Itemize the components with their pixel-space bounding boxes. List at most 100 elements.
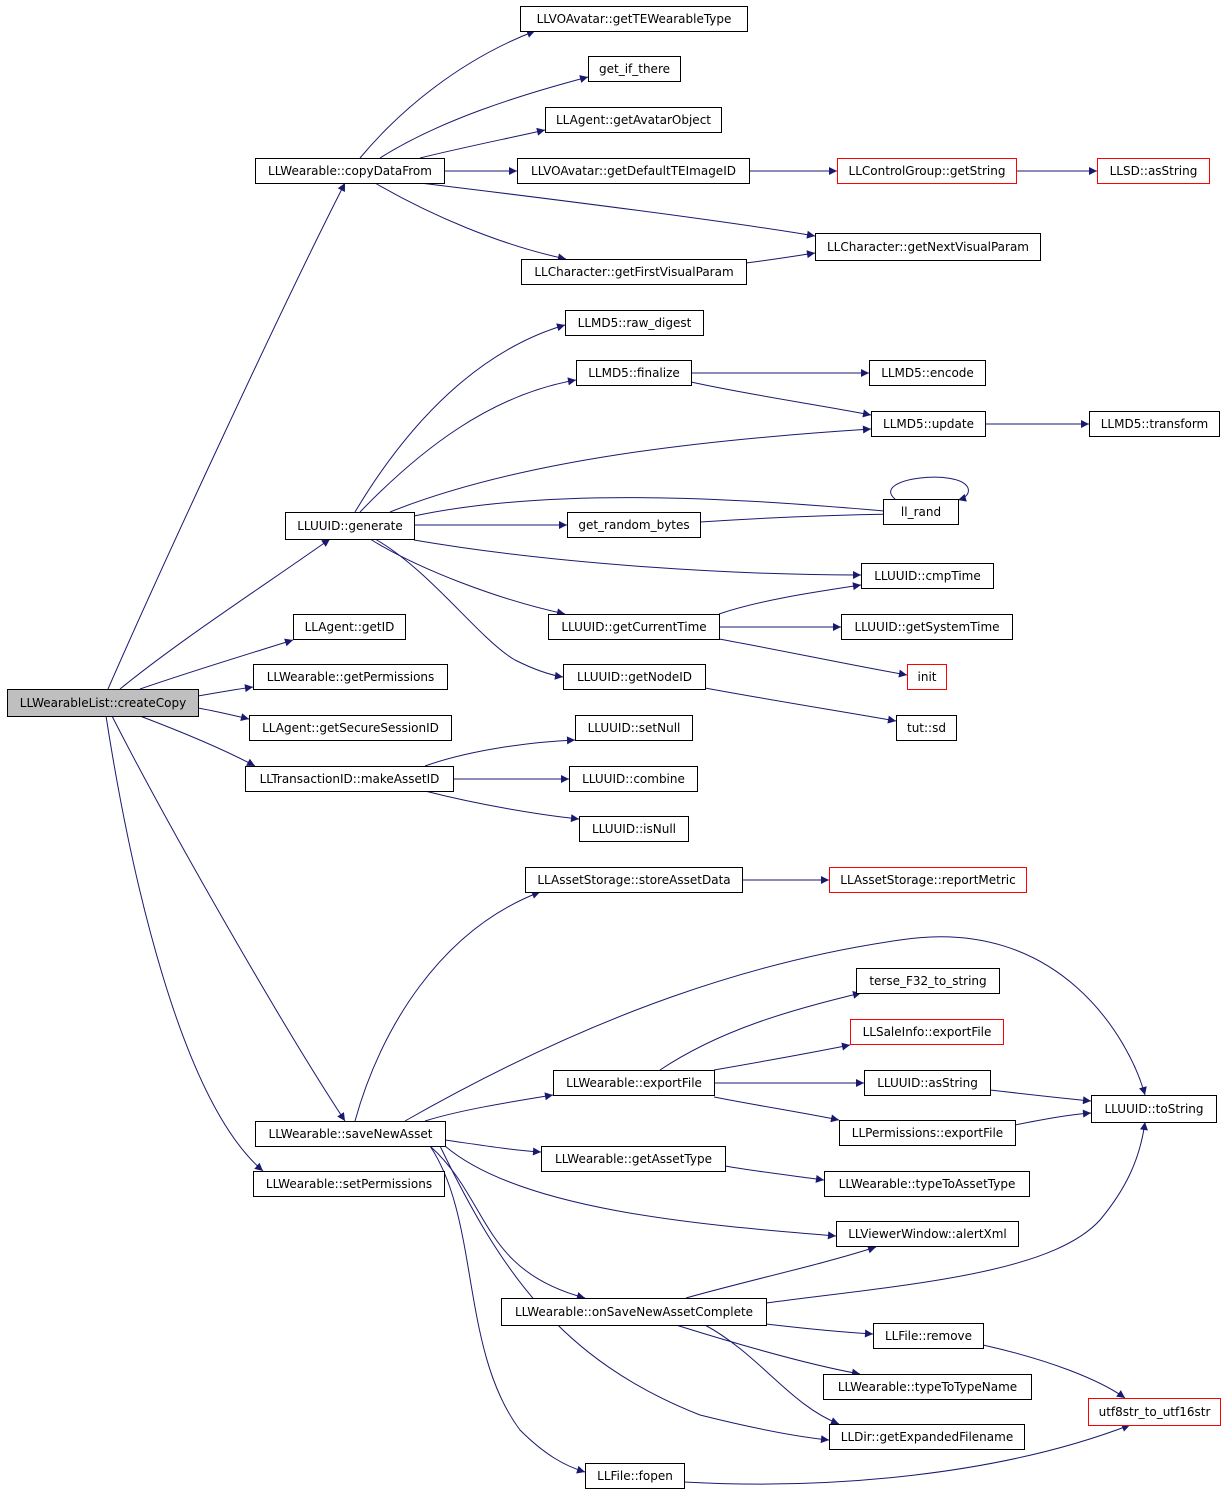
node-lluuid-combine[interactable]: LLUUID::combine [569, 766, 698, 792]
node-llagent-getid[interactable]: LLAgent::getID [293, 614, 406, 640]
edge-llwearable-copydatafrom-to-llcharacter-getfirstvisualparam [374, 182, 567, 262]
node-box [896, 715, 957, 741]
node-lluuid-cmptime[interactable]: LLUUID::cmpTime [861, 563, 994, 589]
node-llmd5-update[interactable]: LLMD5::update [871, 411, 986, 437]
node-terse-f32-to-string[interactable]: terse_F32_to_string [856, 968, 1000, 994]
node-llassetstorage-reportmetric[interactable]: LLAssetStorage::reportMetric [829, 867, 1027, 893]
node-box [850, 1019, 1004, 1045]
node-label: LLFile::remove [885, 1329, 972, 1343]
node-llagent-getavatarobject[interactable]: LLAgent::getAvatarObject [545, 107, 722, 133]
edge-llfile-remove-to-utf8str-to-utf16str [982, 1344, 1126, 1399]
node-box [585, 1463, 685, 1489]
edge-lluuid-getcurrenttime-to-init [718, 638, 908, 678]
node-llcharacter-getnextvisualparam[interactable]: LLCharacter::getNextVisualParam [815, 233, 1041, 261]
node-box [829, 1424, 1025, 1450]
edge-llwearable-copydatafrom-to-llvoavatar-gettewearabletype [359, 30, 536, 159]
node-label: LLPermissions::exportFile [852, 1126, 1003, 1140]
node-lluuid-getsystemtime[interactable]: LLUUID::getSystemTime [841, 614, 1013, 640]
node-box [576, 360, 692, 386]
edge-llwearablelist-createcopy-to-llagent-getsecuresessionid [197, 707, 250, 722]
edge-llwearablelist-createcopy-to-llagent-getid [139, 638, 294, 690]
node-llassetstorage-storeassetdata[interactable]: LLAssetStorage::storeAssetData [525, 867, 743, 893]
node-box [837, 158, 1017, 184]
node-get-random-bytes[interactable]: get_random_bytes [567, 512, 701, 538]
node-lluuid-tostring[interactable]: LLUUID::toString [1091, 1095, 1217, 1123]
node-llwearable-getpermissions[interactable]: LLWearable::getPermissions [253, 664, 448, 690]
edge-llwearable-copydatafrom-to-get-if-there [379, 75, 589, 159]
node-llwearable-typetoassettype[interactable]: LLWearable::typeToAssetType [824, 1171, 1030, 1197]
node-box [255, 1121, 446, 1147]
node-llvoavatar-gettewearabletype[interactable]: LLVOAvatar::getTEWearableType [520, 6, 748, 32]
node-lltransactionid-makeassetid[interactable]: LLTransactionID::makeAssetID [245, 766, 454, 792]
node-llwearable-typetotypename[interactable]: LLWearable::typeToTypeName [823, 1374, 1032, 1400]
node-tut-sd[interactable]: tut::sd [896, 715, 957, 741]
node-llfile-fopen[interactable]: LLFile::fopen [585, 1463, 685, 1489]
node-llcharacter-getfirstvisualparam[interactable]: LLCharacter::getFirstVisualParam [521, 259, 747, 285]
node-label: LLViewerWindow::alertXml [848, 1227, 1007, 1241]
node-init[interactable]: init [907, 664, 947, 690]
node-label: LLWearable::saveNewAsset [269, 1127, 433, 1141]
node-get-if-there[interactable]: get_if_there [588, 56, 681, 82]
node-llfile-remove[interactable]: LLFile::remove [873, 1323, 984, 1349]
node-box [1089, 411, 1220, 437]
node-box [839, 1120, 1016, 1146]
node-llmd5-finalize[interactable]: LLMD5::finalize [576, 360, 692, 386]
node-label: LLAgent::getID [305, 620, 395, 634]
node-llmd5-transform[interactable]: LLMD5::transform [1089, 411, 1220, 437]
node-llwearable-copydatafrom[interactable]: LLWearable::copyDataFrom [255, 158, 445, 184]
node-llcontrolgroup-getstring[interactable]: LLControlGroup::getString [837, 158, 1017, 184]
node-label: LLFile::fopen [597, 1469, 673, 1483]
edge-lluuid-asstring-to-lluuid-tostring [989, 1089, 1092, 1105]
node-lluuid-asstring[interactable]: LLUUID::asString [864, 1070, 991, 1096]
node-label: LLSaleInfo::exportFile [863, 1025, 992, 1039]
node-llsaleinfo-exportfile[interactable]: LLSaleInfo::exportFile [850, 1019, 1004, 1045]
node-box [520, 6, 748, 32]
edge-get-random-bytes-to-ll-rand [699, 510, 897, 523]
node-box [565, 310, 704, 336]
node-llwearable-savenewasset[interactable]: LLWearable::saveNewAsset [255, 1121, 446, 1147]
node-box [541, 1146, 726, 1172]
node-llpermissions-exportfile[interactable]: LLPermissions::exportFile [839, 1120, 1016, 1146]
node-label: LLVOAvatar::getDefaultTEImageID [531, 164, 736, 178]
node-box [553, 1070, 715, 1096]
node-llwearablelist-createcopy[interactable]: LLWearableList::createCopy [7, 689, 199, 717]
node-ll-rand[interactable]: ll_rand [883, 499, 959, 525]
node-label: terse_F32_to_string [869, 974, 986, 988]
node-llagent-getsecuresessionid[interactable]: LLAgent::getSecureSessionID [249, 715, 452, 741]
node-llsd-asstring[interactable]: LLSD::asString [1097, 158, 1210, 184]
edge-llwearable-exportfile-to-terse-f32-to-string [659, 990, 862, 1071]
node-box [873, 1323, 984, 1349]
node-box [815, 233, 1041, 261]
node-llwearable-getassettype[interactable]: LLWearable::getAssetType [541, 1146, 726, 1172]
edge-llpermissions-exportfile-to-lluuid-tostring [1014, 1109, 1092, 1126]
edge-llwearable-onsavenewassetcomplete-to-lluuid-tostring [765, 1121, 1148, 1304]
edge-lluuid-generate-to-lluuid-getcurrenttime [369, 538, 566, 617]
node-box [907, 664, 947, 690]
node-llwearable-exportfile[interactable]: LLWearable::exportFile [553, 1070, 715, 1096]
node-lluuid-setnull[interactable]: LLUUID::setNull [575, 715, 693, 741]
node-label: LLMD5::update [883, 417, 974, 431]
node-lluuid-isnull[interactable]: LLUUID::isNull [579, 816, 689, 842]
node-box [521, 259, 747, 285]
node-label: LLAssetStorage::reportMetric [840, 873, 1015, 887]
node-llmd5-encode[interactable]: LLMD5::encode [869, 360, 986, 386]
node-box [823, 1374, 1032, 1400]
node-box [525, 867, 743, 893]
node-lldir-getexpandedfilename[interactable]: LLDir::getExpandedFilename [829, 1424, 1025, 1450]
node-llvoavatar-getdefaultteimageid[interactable]: LLVOAvatar::getDefaultTEImageID [517, 158, 750, 184]
node-llwearable-onsavenewassetcomplete[interactable]: LLWearable::onSaveNewAssetComplete [501, 1298, 767, 1326]
node-llviewerwindow-alertxml[interactable]: LLViewerWindow::alertXml [836, 1221, 1019, 1247]
edge-llwearable-exportfile-to-llpermissions-exportfile [713, 1096, 840, 1123]
node-llmd5-raw-digest[interactable]: LLMD5::raw_digest [565, 310, 704, 336]
node-lluuid-getnodeid[interactable]: LLUUID::getNodeID [563, 664, 706, 690]
edge-llwearable-savenewasset-to-lluuid-tostring [404, 936, 1147, 1122]
node-utf8str-to-utf16str[interactable]: utf8str_to_utf16str [1088, 1398, 1221, 1426]
node-label: LLUUID::toString [1104, 1102, 1203, 1116]
node-lluuid-getcurrenttime[interactable]: LLUUID::getCurrentTime [548, 614, 720, 640]
node-label: LLWearable::typeToAssetType [839, 1177, 1016, 1191]
node-llwearable-setpermissions[interactable]: LLWearable::setPermissions [253, 1171, 445, 1197]
node-lluuid-generate[interactable]: LLUUID::generate [285, 512, 415, 540]
node-label: LLWearable::exportFile [566, 1076, 702, 1090]
edge-lluuid-generate-to-lluuid-getnodeid [374, 538, 564, 680]
